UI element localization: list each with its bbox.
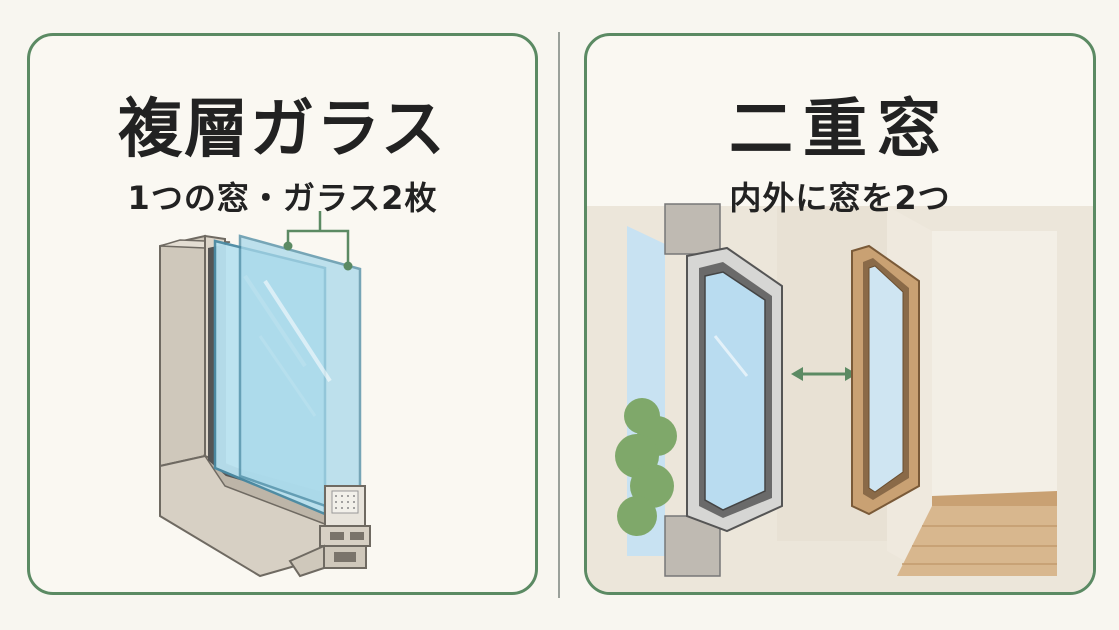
outside-tree [615,398,677,536]
inner-window [851,244,920,516]
double-glazing-subtitle: 1つの窓・ガラス2枚 [127,179,438,217]
double-window-illustration [587,203,1093,592]
double-window-subtitle: 内外に窓を2つ [729,179,951,217]
outer-window [686,246,783,533]
frame-profile-section [288,485,371,578]
double-glazing-panel: 複層ガラス 1つの窓・ガラス2枚 [27,33,538,595]
wall-section-top [664,203,721,255]
interior-wall [932,231,1057,506]
glass-pane-outer [238,234,362,520]
two-panes-bracket [283,211,353,271]
double-glazing-illustration [159,211,371,578]
center-divider [558,32,560,598]
double-glazing-title: 複層ガラス [118,93,447,167]
wood-floor [897,506,1057,576]
double-window-title: 二重窓 [729,93,951,167]
double-window-panel: 二重窓 内外に窓を2つ [584,33,1096,595]
